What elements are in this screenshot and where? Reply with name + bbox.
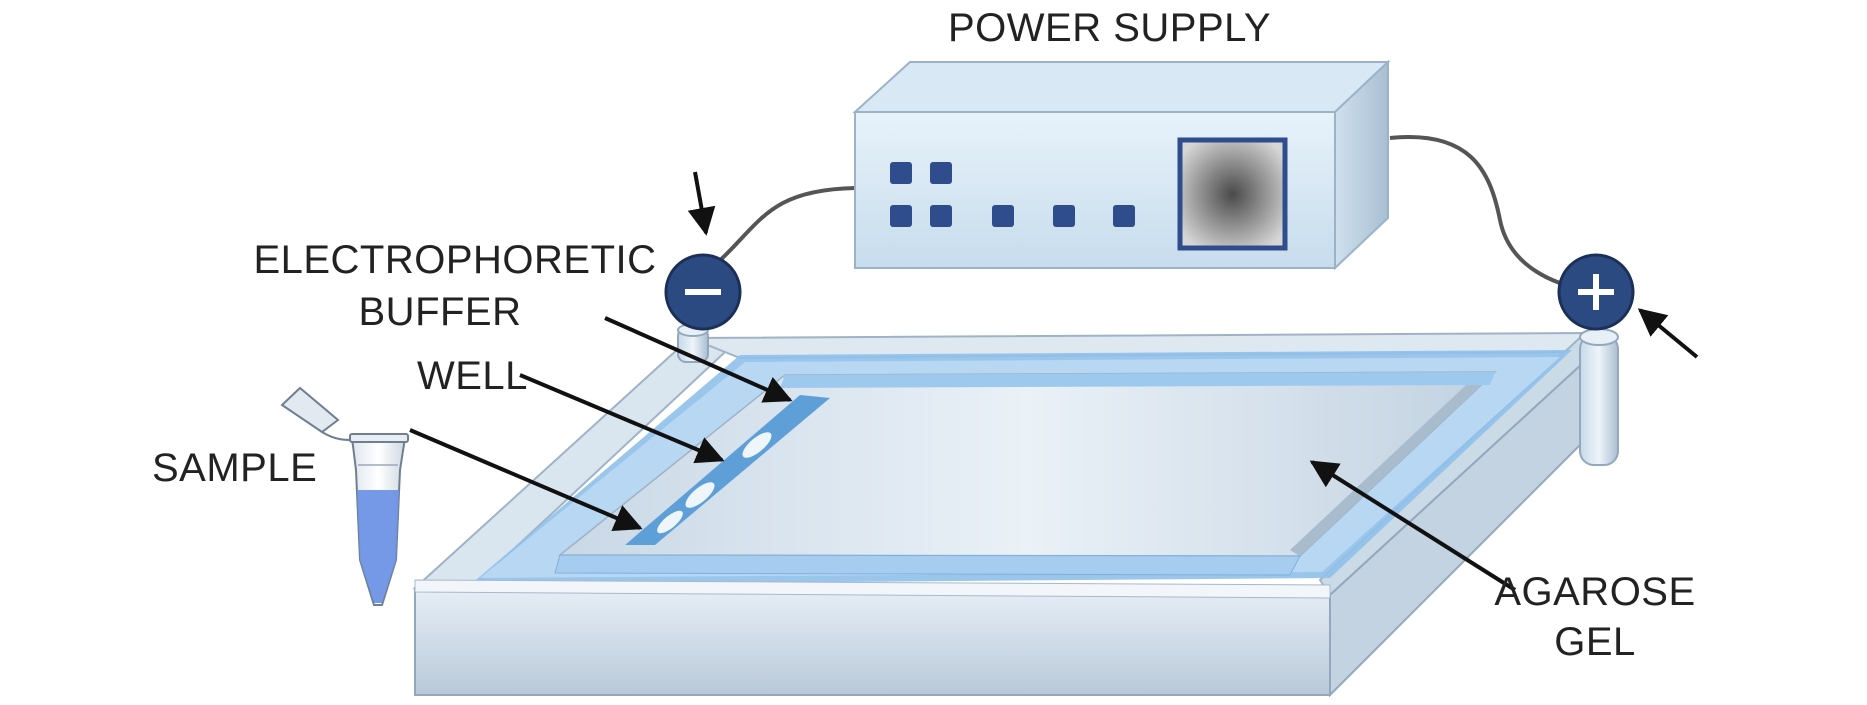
power-supply <box>852 59 1391 271</box>
control-button[interactable] <box>930 205 952 227</box>
positive-arrow <box>1637 308 1699 359</box>
well-label: WELL <box>417 354 528 398</box>
gel-label-line2: GEL <box>1554 620 1636 664</box>
well-arrow <box>519 373 725 464</box>
buffer-label-line1: ELECTROPHORETIC <box>253 238 657 282</box>
plus-icon <box>1578 274 1614 310</box>
gel-label: AGAROSE GEL <box>1480 572 1710 662</box>
control-button[interactable] <box>992 205 1014 227</box>
positive-wire <box>1389 135 1586 292</box>
minus-icon <box>685 289 721 295</box>
power-supply-label: POWER SUPPLY <box>948 6 1272 50</box>
buffer-label: ELECTROPHORETIC BUFFER <box>240 240 670 332</box>
sample-tube <box>280 386 409 606</box>
pointer-arrows <box>409 171 1699 592</box>
control-button[interactable] <box>930 162 952 184</box>
sample-label: SAMPLE <box>152 446 318 490</box>
buffer-arrow <box>604 316 793 403</box>
negative-arrow <box>687 171 716 236</box>
control-button[interactable] <box>890 205 912 227</box>
sample-arrow <box>409 428 643 532</box>
gel-arrow <box>1309 460 1517 592</box>
control-button[interactable] <box>1053 205 1075 227</box>
gel-label-line1: AGAROSE <box>1494 570 1696 614</box>
gel-box <box>412 323 1619 698</box>
buffer-label-line2: BUFFER <box>358 290 522 334</box>
positive-electrode <box>1557 253 1635 331</box>
control-button[interactable] <box>890 162 912 184</box>
negative-electrode <box>664 253 742 331</box>
display-screen <box>1177 137 1288 251</box>
control-buttons <box>890 162 1135 227</box>
control-button[interactable] <box>1113 205 1135 227</box>
